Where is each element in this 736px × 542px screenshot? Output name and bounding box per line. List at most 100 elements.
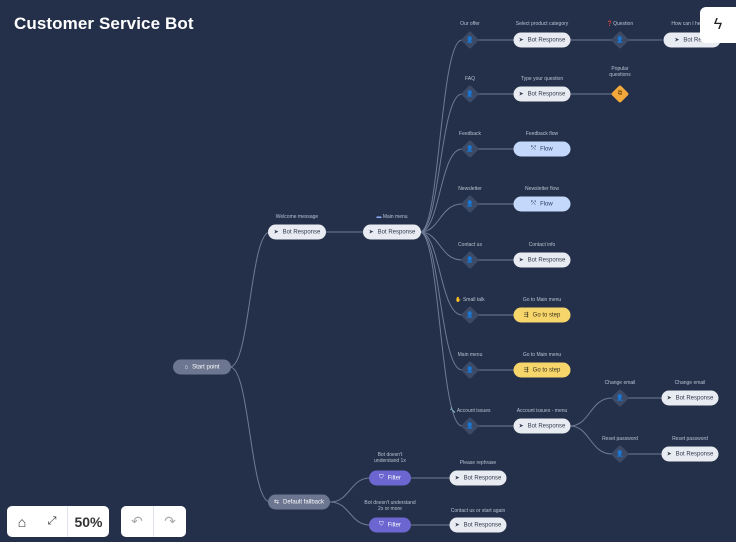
filter-icon: ⛉ (379, 474, 384, 481)
start-point-node[interactable]: ⌂Start point (173, 359, 231, 375)
fallback-icon: ⇆ (273, 499, 279, 506)
send-icon: ➤ (454, 475, 460, 482)
branch-label-account-issues: 🔧 Account issues (449, 408, 491, 414)
expand-icon: ⤢ (47, 515, 57, 527)
default-fallback-node[interactable]: ⇆Default fallback (268, 494, 330, 510)
share-icon: ⤲ (531, 145, 537, 152)
user-input-diamond[interactable]: 👤 (460, 139, 480, 159)
user-input-diamond[interactable]: 👤 (610, 388, 630, 408)
send-icon: ➤ (666, 451, 672, 458)
wrench-icon: 🔧 (449, 408, 457, 414)
user-icon: 👤 (466, 257, 474, 264)
user-icon: 👤 (466, 312, 474, 319)
bot-response-node[interactable]: ➤Bot Response (513, 86, 571, 102)
branch-label-small-talk: ✋ Small talk (455, 297, 485, 303)
user-icon: 👤 (466, 91, 474, 98)
undo-icon: ↶ (131, 513, 143, 529)
fit-screen-button[interactable]: ⤢ (37, 506, 67, 537)
flow-node[interactable]: ⤲Flow (513, 196, 571, 212)
user-icon: 👤 (466, 37, 474, 44)
user-input-diamond[interactable]: 👤 (460, 305, 480, 325)
page-title: Customer Service Bot (14, 14, 194, 33)
send-icon: ➤ (674, 37, 680, 44)
branch-label-feedback: Feedback (459, 131, 481, 137)
main-menu-bot-response-node[interactable]: ➤Bot Response (363, 224, 421, 240)
action-label: Contact info (528, 242, 556, 248)
view-controls: ⌂ ⤢ 50% (7, 506, 109, 537)
welcome-message-label: Welcome message (275, 214, 319, 220)
fallback-1x-label: Bot doesn't understand 1x (374, 452, 406, 464)
user-input-diamond[interactable]: 👤 (460, 84, 480, 104)
user-input-diamond[interactable]: 👤 (460, 360, 480, 380)
popular-questions-diamond[interactable]: ⧉ (610, 84, 630, 104)
change-email-label: Change email (604, 380, 636, 386)
branch-label-contact-us: Contact us (458, 242, 482, 248)
home-icon: ⌂ (184, 364, 189, 370)
menu-icon: ▬ (376, 214, 383, 220)
lightning-button[interactable]: ϟ (700, 7, 736, 43)
redo-button[interactable]: ↷ (154, 506, 186, 537)
user-icon: 👤 (466, 423, 474, 430)
send-icon: ➤ (518, 91, 524, 98)
home-icon: ⌂ (17, 513, 27, 530)
goto-icon: ⇶ (523, 312, 529, 319)
undo-button[interactable]: ↶ (121, 506, 153, 537)
zoom-level[interactable]: 50% (74, 513, 103, 530)
branch-label-newsletter: Newsletter (458, 186, 482, 192)
bot-response-node[interactable]: ➤Bot Response (661, 446, 719, 462)
go-to-step-node[interactable]: ⇶Go to step (513, 307, 571, 323)
questions-icon: ⧉ (617, 90, 623, 97)
action-label: How can I help... (671, 21, 709, 27)
user-input-diamond[interactable]: 👤 (610, 444, 630, 464)
user-icon: 👤 (466, 201, 474, 208)
popular-questions-label: Popular questions (609, 66, 631, 78)
welcome-bot-response-node[interactable]: ➤Bot Response (268, 224, 326, 240)
send-icon: ➤ (273, 229, 279, 236)
flow-node[interactable]: ⤲Flow (513, 141, 571, 157)
bot-response-node[interactable]: ➤Bot Response (661, 390, 719, 406)
fallback-2x-label: Bot doesn't understand 2x or more (364, 500, 416, 512)
go-to-step-node[interactable]: ⇶Go to step (513, 362, 571, 378)
user-icon: 👤 (616, 395, 624, 402)
bot-response-node[interactable]: ➤Bot Response (449, 517, 507, 533)
user-input-diamond[interactable]: 👤 (460, 194, 480, 214)
bot-response-node[interactable]: ➤Bot Response (513, 32, 571, 48)
send-icon: ➤ (368, 229, 374, 236)
bot-response-node[interactable]: ➤Bot Response (513, 418, 571, 434)
send-icon: ➤ (518, 257, 524, 264)
send-icon: ➤ (518, 37, 524, 44)
action-label: Change email (674, 380, 706, 386)
action-label: Feedback flow (525, 131, 559, 137)
send-icon: ➤ (454, 522, 460, 529)
action-label: Reset password (672, 436, 708, 442)
user-icon: 👤 (616, 451, 624, 458)
action-label: Account issues - menu (516, 408, 568, 414)
action-label: Go to Main menu (522, 297, 562, 303)
bot-response-node[interactable]: ➤Bot Response (513, 252, 571, 268)
goto-icon: ⇶ (523, 367, 529, 374)
share-icon: ⤲ (531, 200, 537, 207)
bot-response-node[interactable]: ➤Bot Response (449, 470, 507, 486)
filter-node[interactable]: ⛉Filter (369, 470, 411, 486)
filter-node[interactable]: ⛉Filter (369, 517, 411, 533)
user-input-diamond[interactable]: 👤 (460, 416, 480, 436)
user-icon: 👤 (616, 37, 624, 44)
action-label: Type your question (520, 76, 564, 82)
lightning-icon: ϟ (713, 16, 723, 33)
user-input-diamond[interactable]: 👤 (610, 30, 630, 50)
reset-password-label: Reset password (602, 436, 638, 442)
branch-label-faq: FAQ (464, 76, 476, 82)
question-label: ❓Question (606, 21, 634, 27)
history-controls: ↶ ↷ (121, 506, 186, 537)
user-icon: 👤 (466, 146, 474, 153)
user-input-diamond[interactable]: 👤 (460, 30, 480, 50)
user-icon: 👤 (466, 367, 474, 374)
redo-icon: ↷ (164, 513, 176, 529)
home-button[interactable]: ⌂ (7, 506, 37, 537)
filter-icon: ⛉ (379, 521, 384, 528)
branch-label-main-menu: Main menu (457, 352, 483, 358)
user-input-diamond[interactable]: 👤 (460, 250, 480, 270)
branch-label-our-offer: Our offer (460, 21, 480, 27)
send-icon: ➤ (518, 423, 524, 430)
